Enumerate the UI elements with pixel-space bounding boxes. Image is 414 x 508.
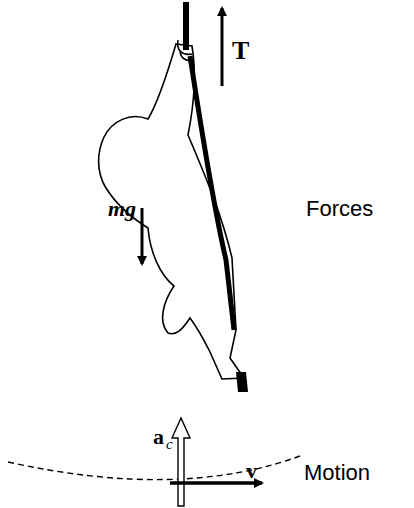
acceleration-subscript: c [166, 436, 173, 453]
velocity-label: v [246, 458, 257, 484]
climber-figure [99, 44, 244, 379]
rope-tail [236, 372, 248, 392]
rope [190, 56, 234, 330]
hand [178, 40, 194, 61]
weight-label: mg [108, 196, 136, 222]
tension-arrow [221, 8, 224, 86]
acceleration-arrow [172, 418, 190, 506]
acceleration-label: a [153, 424, 164, 450]
weight-arrow [141, 208, 144, 264]
forces-caption: Forces [306, 196, 373, 222]
tension-label: T [232, 36, 249, 66]
rope [183, 2, 189, 50]
motion-caption: Motion [304, 460, 370, 486]
